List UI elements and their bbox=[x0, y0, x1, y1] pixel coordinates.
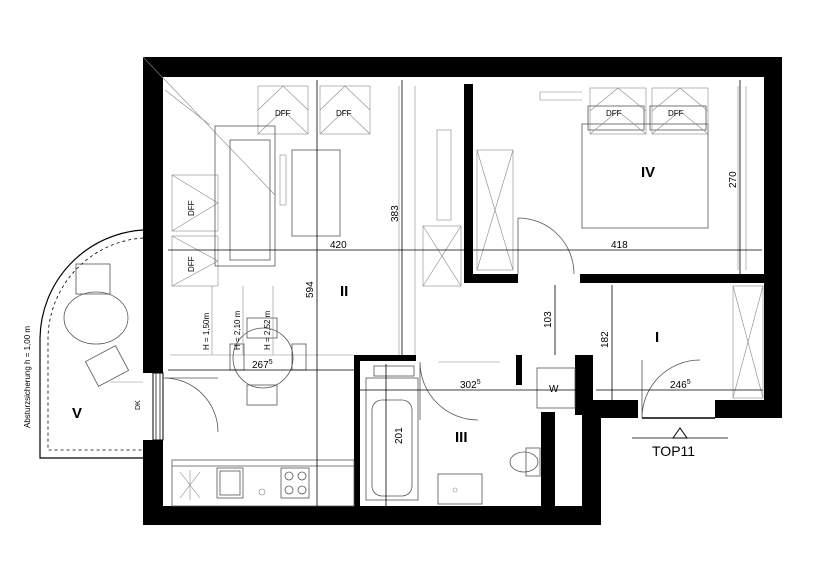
dimension-594: 594 bbox=[305, 281, 316, 298]
balcony bbox=[39, 229, 144, 459]
dimension-201: 201 bbox=[394, 427, 405, 444]
skylight-3 bbox=[589, 87, 647, 135]
doors bbox=[163, 217, 715, 433]
room-label-3: III bbox=[455, 429, 468, 446]
room-label-1: I bbox=[655, 329, 659, 346]
dimension-246: 2465 bbox=[670, 379, 691, 391]
dimension-lines bbox=[168, 80, 763, 506]
skylight-5 bbox=[171, 174, 219, 232]
living-furniture bbox=[142, 56, 462, 356]
skylight-label-2: DFF bbox=[336, 109, 352, 118]
unit-label: TOP11 bbox=[652, 443, 695, 459]
skylight-2 bbox=[319, 85, 371, 135]
corridor-wardrobe bbox=[732, 285, 764, 399]
skylight-label-1: DFF bbox=[275, 109, 291, 118]
height-label-3: H = 2,52 m bbox=[263, 310, 272, 350]
entrance-marker bbox=[632, 427, 728, 439]
skylight-label-3: DFF bbox=[606, 109, 622, 118]
outer-walls bbox=[143, 57, 782, 525]
skylight-label-4: DFF bbox=[668, 109, 684, 118]
dimension-302: 3025 bbox=[460, 379, 481, 391]
skylight-6 bbox=[171, 235, 219, 287]
door-dk-label: DK bbox=[135, 400, 142, 410]
dimension-103: 103 bbox=[543, 311, 554, 328]
skylight-label-6: DFF bbox=[187, 256, 196, 272]
washer-label: W bbox=[549, 384, 559, 395]
skylight-label-5: DFF bbox=[187, 200, 196, 216]
skylight-4 bbox=[651, 87, 709, 135]
room-label-4: IV bbox=[641, 164, 655, 181]
west-window bbox=[152, 372, 164, 441]
dimension-383: 383 bbox=[390, 205, 401, 222]
dimension-420: 420 bbox=[330, 240, 347, 251]
dimension-182: 182 bbox=[600, 331, 611, 348]
dimension-270: 270 bbox=[728, 171, 739, 188]
skylights bbox=[171, 85, 709, 287]
dimension-418: 418 bbox=[611, 240, 628, 251]
bathroom bbox=[365, 361, 576, 505]
balcony-railing-note: Absturzsicherung h = 1,00 m bbox=[23, 326, 32, 428]
height-label-1: H = 1,50m bbox=[202, 313, 211, 350]
room-label-2: II bbox=[340, 283, 348, 300]
room-label-5: V bbox=[72, 405, 82, 422]
kitchen bbox=[171, 459, 355, 507]
interior-walls bbox=[354, 84, 764, 506]
height-label-2: H = 2,10 m bbox=[233, 310, 242, 350]
dimension-267: 2675 bbox=[252, 359, 273, 371]
